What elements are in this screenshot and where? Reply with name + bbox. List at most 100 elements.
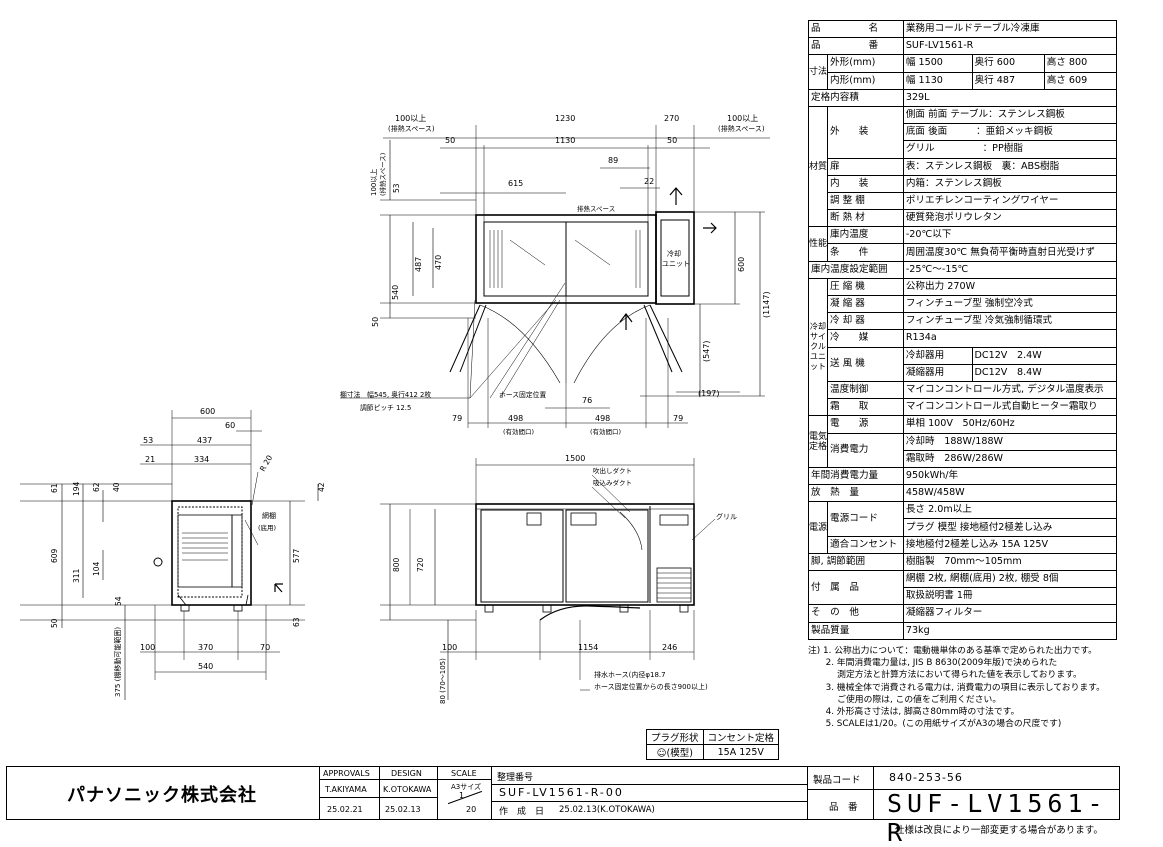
spec-value: グリル ：PP樹脂 xyxy=(902,140,1118,159)
scale-numerator: 1 xyxy=(459,791,465,800)
spec-value: 高さ 800 xyxy=(1043,54,1118,73)
spec-value: 樹脂製 70mm～105mm xyxy=(902,552,1118,572)
model-number-large: SUF-LV1561-R xyxy=(887,789,1108,847)
side-dim-42: 42 xyxy=(317,482,326,492)
spec-label: 適合コンセント xyxy=(827,535,904,554)
spec-value: 幅 1130 xyxy=(902,71,973,90)
spec-label: 調 整 棚 xyxy=(827,191,904,211)
notes: 注) 1. 公称出力について：電動機単体のある基準で定められた出力です。 2. … xyxy=(808,645,1160,730)
side-dim-194: 194 xyxy=(72,481,81,496)
plug-table: プラグ形状コンセント定格 ☺(模型)15A 125V xyxy=(646,729,780,760)
spec-value: マイコンコントロール式自動ヒーター霜取り xyxy=(902,398,1118,417)
spec-label: 年間消費電力量 xyxy=(808,466,904,486)
dim-v100: 100以上 xyxy=(369,169,378,196)
dim-76: 76 xyxy=(582,396,592,405)
spec-category: 電源 xyxy=(807,501,829,554)
plug-icon: ☺ xyxy=(656,748,667,759)
scale-header: SCALE xyxy=(451,769,477,778)
approvals-header: APPROVALS xyxy=(323,769,370,778)
spec-value: マイコンコントロール方式, デジタル温度表示 xyxy=(902,380,1118,400)
front-body xyxy=(475,503,695,606)
spec-value: 凝縮器用 xyxy=(902,363,973,382)
dim-100b: 100以上 xyxy=(727,114,758,123)
spec-value: 冷却時 188W/188W xyxy=(902,432,1118,451)
side-dim-21: 21 xyxy=(145,455,155,464)
dim-600: 600 xyxy=(737,257,746,272)
spec-label: 品 名 xyxy=(808,19,904,39)
created-header: 作 成 日 xyxy=(499,807,545,817)
product-code: 840-253-56 xyxy=(889,771,963,784)
spec-label: 外形(mm) xyxy=(827,54,904,73)
side-dim-54: 54 xyxy=(114,596,123,606)
side-dim-370: 370 xyxy=(198,643,213,652)
spec-category: 電気定格 xyxy=(807,415,829,468)
spec-value: 公称出力 270W xyxy=(902,277,1118,297)
front-dim-100: 100 xyxy=(442,643,457,652)
spec-label: 冷 媒 xyxy=(827,329,904,348)
note-line: 注) 1. 公称出力について：電動機単体のある基準で定められた出力です。 xyxy=(808,646,1097,656)
spec-label: 圧 縮 機 xyxy=(827,277,904,297)
side-r20: R 20 xyxy=(258,453,274,473)
approval-date: 25.02.21 xyxy=(327,805,363,814)
dim-50b: 50 xyxy=(667,136,677,145)
model-header: 品 番 xyxy=(829,802,858,813)
spec-label: 温度制御 xyxy=(827,380,904,400)
side-dim-375: 375 (棚移動可能範囲) xyxy=(113,627,122,697)
side-dim-540: 540 xyxy=(198,662,213,671)
spec-value: 凝縮器フィルター xyxy=(902,604,1118,623)
shelf-note-2: 調節ピッチ 12.5 xyxy=(360,403,411,412)
dim-89: 89 xyxy=(608,156,618,165)
side-dim-104: 104 xyxy=(92,561,101,576)
cooling-unit-label-1: 冷却 xyxy=(667,249,681,258)
title-block: パナソニック株式会社 APPROVALS DESIGN SCALE T.AKIY… xyxy=(6,766,1120,847)
dim-1130: 1130 xyxy=(555,136,575,145)
spec-value: 単相 100V 50Hz/60Hz xyxy=(902,415,1118,434)
spec-value: SUF-LV1561-R xyxy=(902,37,1118,56)
note-line: 3. 機械全体で消費される電力は, 消費電力の項目に表示しております。 xyxy=(808,682,1105,693)
spec-value: 表：ステンレス鋼板 裏：ABS樹脂 xyxy=(902,157,1118,176)
note-line: 4. 外形高さ寸法は, 脚高さ80mm時の寸法です。 xyxy=(808,707,1020,718)
dim-270: 270 xyxy=(664,114,679,123)
spec-value: -20℃以下 xyxy=(902,226,1118,245)
scale-denominator: 20 xyxy=(466,805,477,814)
spec-value: 取扱説明書 1冊 xyxy=(902,587,1118,606)
side-net-1: 網棚 xyxy=(262,511,276,520)
front-dim-800: 800 xyxy=(392,557,401,572)
spec-value: 硬質発泡ポリウレタン xyxy=(902,209,1118,228)
side-dim-609: 609 xyxy=(50,548,59,563)
drawing-number: SUF-LV1561-R-00 xyxy=(499,786,624,799)
spec-value: 内箱：ステンレス鋼板 xyxy=(902,174,1118,193)
spec-label: 電 源 xyxy=(827,415,904,434)
dim-540: 540 xyxy=(391,285,400,300)
side-dim-40: 40 xyxy=(112,482,121,492)
spec-label: 放 熱 量 xyxy=(808,484,904,503)
spec-category: 寸法 xyxy=(807,54,829,90)
side-net-2: (底用) xyxy=(258,523,276,532)
dim-547: (547) xyxy=(702,340,711,362)
effective-width-2: (有効間口) xyxy=(590,427,621,436)
side-dim-60: 60 xyxy=(225,421,235,430)
spec-label: 脚, 調節範囲 xyxy=(808,552,904,572)
spec-label: 品 番 xyxy=(808,37,904,56)
dim-615: 615 xyxy=(508,179,523,188)
side-dim-100: 100 xyxy=(140,643,155,652)
spec-value: 側面 前面 テーブル：ステンレス鋼板 xyxy=(902,105,1118,125)
front-grill-label: グリル xyxy=(716,512,737,521)
footer-note: 仕様は改良により一部変更する場合があります。 xyxy=(895,825,1103,836)
spec-label: そ の 他 xyxy=(808,604,904,623)
spec-value: 458W/458W xyxy=(902,484,1118,503)
dim-1230: 1230 xyxy=(555,114,575,123)
approver: T.AKIYAMA xyxy=(325,785,367,794)
spec-value: -25℃～-15℃ xyxy=(902,260,1118,279)
spec-value: 網棚 2枚, 網棚(底用) 2枚, 棚受 8個 xyxy=(902,569,1118,589)
front-dim-1154: 1154 xyxy=(578,643,598,652)
spec-label: 霜 取 xyxy=(827,398,904,417)
note-line: 5. SCALEは1/20。(この用紙サイズがA3の場合の尺度です) xyxy=(808,719,1062,730)
dim-470: 470 xyxy=(434,255,443,270)
dim-1147: (1147) xyxy=(762,291,771,318)
plug-type: ☺(模型) xyxy=(646,744,704,760)
spec-value: 冷却器用 xyxy=(902,346,973,365)
dim-487: 487 xyxy=(414,257,423,272)
dim-498b: 498 xyxy=(595,414,610,423)
spec-label: 外 装 xyxy=(827,105,904,159)
